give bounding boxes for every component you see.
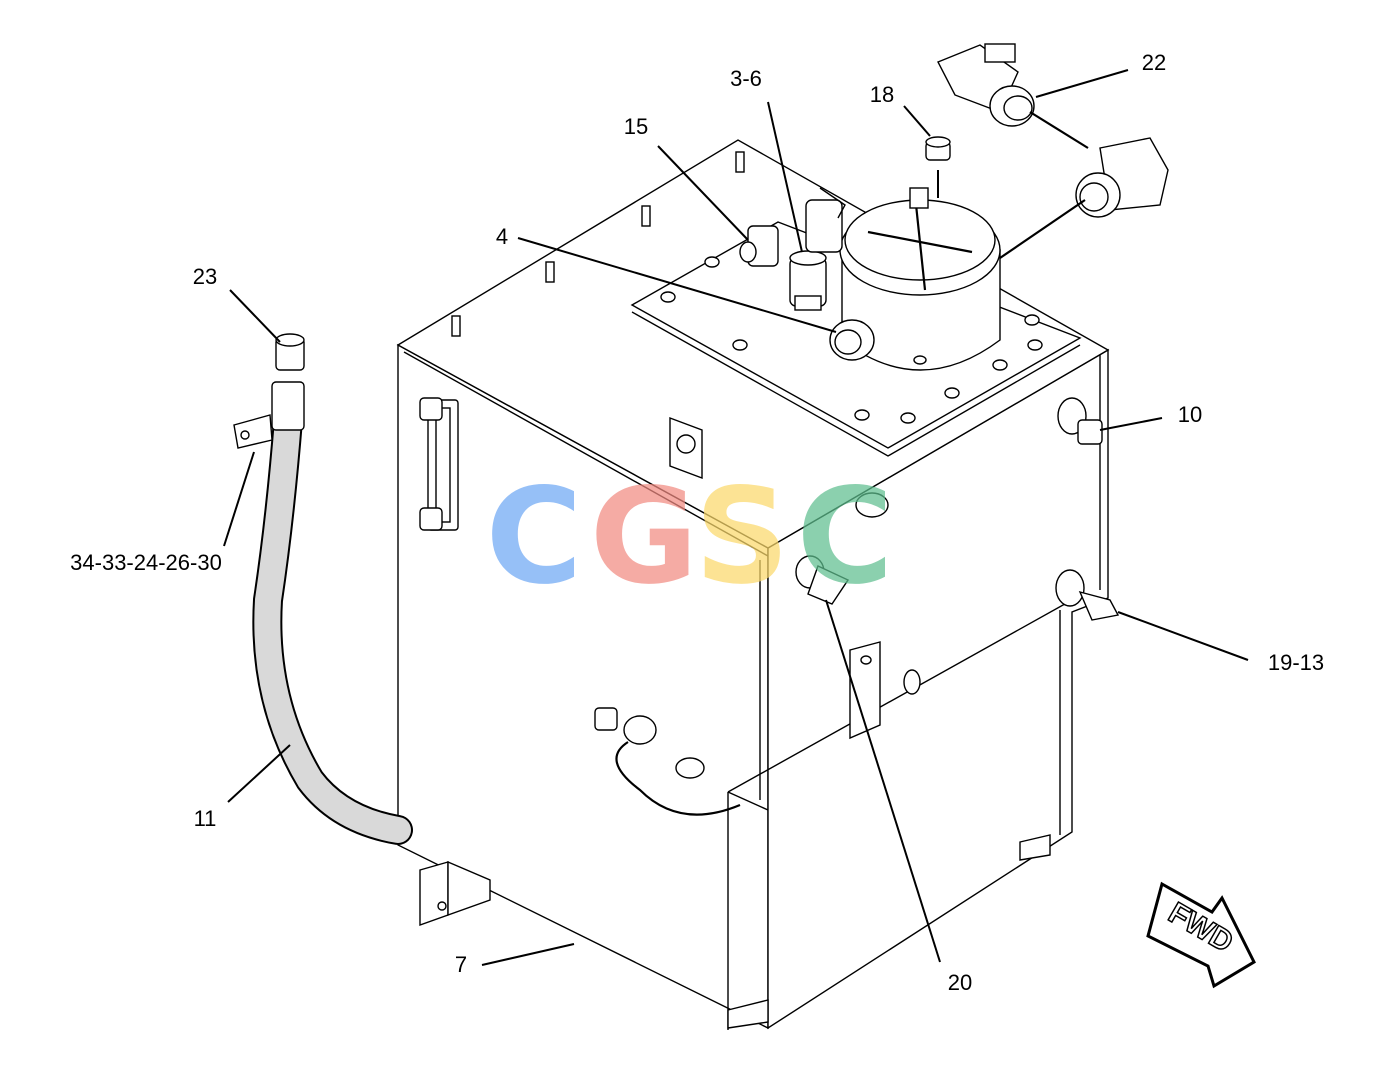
bracket: [849, 641, 881, 740]
filter-housing: [839, 187, 1001, 371]
callout-22: 22: [1142, 50, 1166, 75]
callout-15: 15: [624, 114, 648, 139]
watermark-letter-g: G: [590, 460, 698, 614]
fitting-4: [829, 319, 875, 361]
fitting-20: [795, 555, 850, 605]
callout-labels: 22 3-6 18 15 4 23 10 34-33-24-26-30 19-1…: [70, 50, 1324, 995]
lift-eyes: [675, 492, 921, 779]
watermark-letter-c2: C: [797, 460, 894, 614]
fwd-arrow: FWD: [1146, 881, 1256, 989]
hose-assembly: [233, 333, 413, 845]
top-studs: [451, 151, 745, 337]
elbow-15: [739, 225, 779, 267]
watermark: C G S C: [486, 460, 894, 614]
callout-3-6: 3-6: [730, 66, 762, 91]
watermark-letter-c1: C: [486, 460, 583, 614]
fitting-19-13: [1055, 569, 1120, 621]
fitting-10: [1057, 397, 1103, 445]
sight-gauge: [419, 397, 459, 531]
sensor-wire: [594, 707, 741, 816]
callout-34-33-24-26-30: 34-33-24-26-30: [70, 550, 222, 575]
callout-18: 18: [870, 82, 894, 107]
callout-11: 11: [194, 806, 217, 831]
callout-7: 7: [455, 952, 467, 977]
access-plate: [669, 416, 703, 480]
callout-19-13: 19-13: [1268, 650, 1324, 675]
callout-4: 4: [496, 224, 508, 249]
leader-lines: [223, 69, 1249, 966]
callout-23: 23: [193, 264, 217, 289]
mounting-feet: [419, 834, 1051, 1029]
watermark-letter-s: S: [694, 460, 789, 614]
callout-10: 10: [1178, 402, 1202, 427]
callout-20: 20: [948, 970, 972, 995]
plug-18: [925, 136, 951, 161]
breather-3-6: [789, 187, 846, 311]
fittings-22: [937, 43, 1169, 259]
